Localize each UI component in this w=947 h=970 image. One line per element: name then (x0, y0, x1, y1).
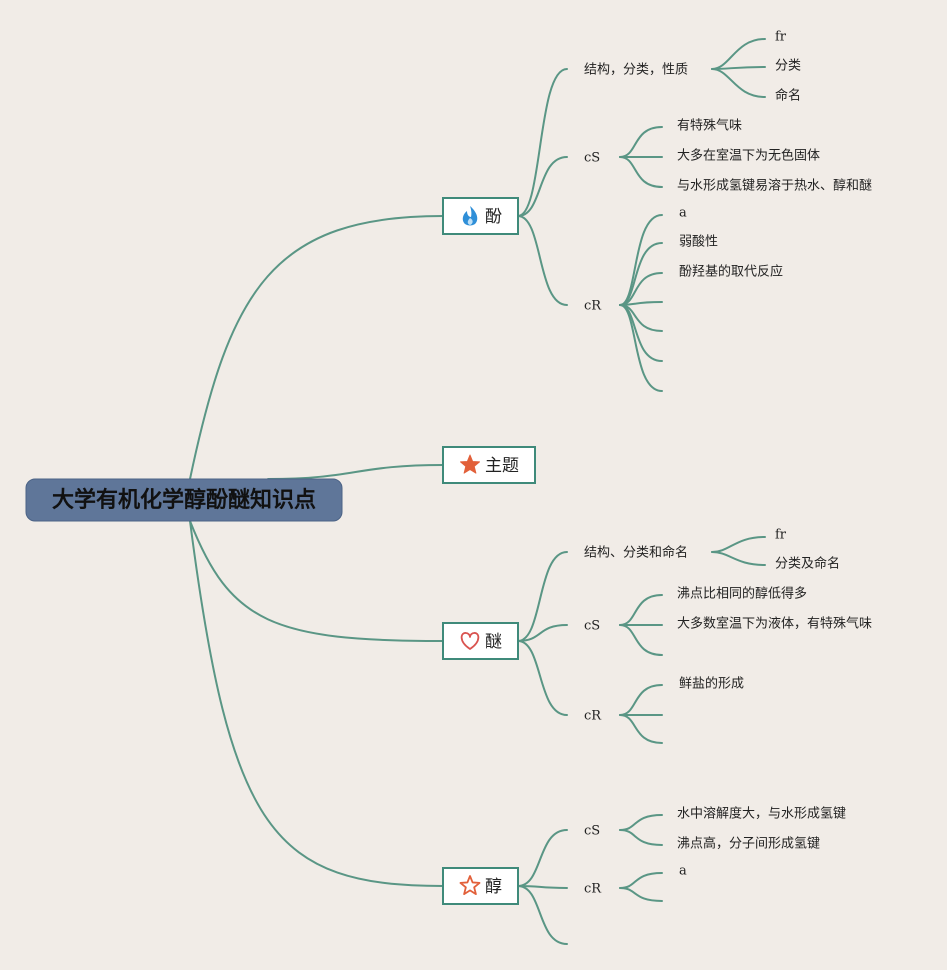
connector-branch-phenol-sub-0-leaf-2 (711, 68, 766, 98)
connector-branch-ether-sub-0-leaf-1 (711, 551, 766, 566)
branch-phenol-sub-1-leaf-2: 与水形成氢键易溶于热水、醇和醚 (677, 178, 872, 194)
branch-phenol-sub-1-leaf-1: 大多在室温下为无色固体 (677, 148, 820, 164)
branch-phenol-label: 酚 (485, 207, 502, 227)
connector-branch-ether-sub-2-leaf-0 (619, 684, 663, 716)
branch-phenol-sub-2-leaf-1: 弱酸性 (679, 235, 718, 250)
branch-phenol-node[interactable] (442, 197, 519, 235)
branch-ether-sub-0-leaf-1: 分类及命名 (775, 556, 840, 572)
branch-ether-sub-2-leaf-0: 鲜盐的形成 (679, 676, 744, 692)
branch-ether-sub-1-leaf-0: 沸点比相同的醇低得多 (677, 586, 807, 602)
branch-topic-label: 主题 (485, 456, 519, 476)
branch-alcohol-sub-1-leaf-0: a (679, 864, 687, 879)
branch-phenol-sub-1-label: cS (584, 151, 600, 166)
connector-root-branch-ether (189, 520, 444, 642)
connector-branch-phenol-sub-1-leaf-0 (619, 126, 663, 158)
branch-ether-sub-1-leaf-1: 大多数室温下为液体，有特殊气味 (677, 616, 872, 632)
branch-phenol-sub-0-label: 结构，分类，性质 (584, 63, 688, 78)
connector-branch-alcohol-sub-1-leaf-1 (619, 887, 663, 902)
branch-phenol-sub-0-leaf-2: 命名 (775, 88, 801, 104)
branch-ether-sub-2-label: cR (584, 709, 602, 724)
connector-branch-ether-sub-0-leaf-0 (711, 536, 766, 553)
connector-branch-phenol-sub-1-leaf-2 (619, 156, 663, 188)
star-filled-icon (459, 454, 481, 474)
connector-branch-ether-sub-2-leaf-2 (619, 714, 663, 744)
connector-branch-alcohol-sub-0-leaf-0 (619, 814, 663, 831)
connector-branch-alcohol-sub-1-leaf-0 (619, 872, 663, 889)
connector-branch-alcohol-sub-2 (517, 885, 568, 945)
connector-root-branch-phenol (189, 215, 444, 480)
branch-phenol-sub-2-leaf-0: a (679, 206, 687, 221)
branch-ether-sub-0-leaf-0: fr (775, 528, 787, 543)
branch-alcohol-sub-0-leaf-1: 沸点高，分子间形成氢键 (677, 836, 820, 852)
connector-root-branch-topic (267, 464, 444, 480)
connector-branch-ether-sub-1-leaf-0 (619, 594, 663, 626)
root-node[interactable] (25, 478, 343, 522)
branch-alcohol-node[interactable] (442, 867, 519, 905)
connector-branch-phenol-sub-2-leaf-6 (619, 304, 663, 392)
branch-phenol-sub-0-leaf-1: 分类 (775, 59, 801, 74)
root-node-label: 大学有机化学醇酚醚知识点 (52, 487, 316, 513)
connector-branch-ether-sub-2 (517, 640, 568, 716)
connector-branch-phenol-sub-1 (517, 156, 568, 217)
branch-alcohol-sub-0-leaf-0: 水中溶解度大，与水形成氢键 (677, 806, 846, 822)
branch-ether-sub-0-label: 结构、分类和命名 (584, 545, 688, 561)
heart-outline-icon (460, 632, 480, 650)
branch-ether-label: 醚 (485, 632, 502, 652)
connector-root-branch-alcohol (189, 520, 444, 887)
connector-branch-alcohol-sub-0-leaf-1 (619, 829, 663, 846)
branch-phenol-sub-2-leaf-2: 酚羟基的取代反应 (679, 264, 783, 280)
branch-phenol-sub-0-leaf-0: fr (775, 30, 787, 45)
star-outline-icon (459, 875, 481, 895)
connector-branch-alcohol-sub-0 (517, 829, 568, 887)
branch-phenol-sub-1-leaf-0: 有特殊气味 (677, 118, 742, 134)
branch-ether-node[interactable] (442, 622, 519, 660)
branch-alcohol-sub-1-label: cR (584, 882, 602, 897)
connector-branch-phenol-sub-0-leaf-0 (711, 38, 766, 70)
branch-ether-sub-1-label: cS (584, 619, 600, 634)
connector-branch-phenol-sub-2 (517, 215, 568, 306)
branch-topic-node[interactable] (442, 446, 536, 484)
branch-phenol-sub-2-label: cR (584, 299, 602, 314)
branch-alcohol-label: 醇 (485, 877, 502, 897)
connector-branch-ether-sub-0 (517, 551, 568, 642)
connector-lines (189, 38, 766, 945)
fire-icon (462, 206, 478, 226)
connector-branch-ether-sub-1-leaf-2 (619, 624, 663, 656)
connector-branch-phenol-sub-2-leaf-5 (619, 304, 663, 362)
connector-branch-ether-sub-1 (517, 624, 568, 642)
connector-branch-phenol-sub-0 (517, 68, 568, 217)
branch-alcohol-sub-0-label: cS (584, 824, 600, 839)
